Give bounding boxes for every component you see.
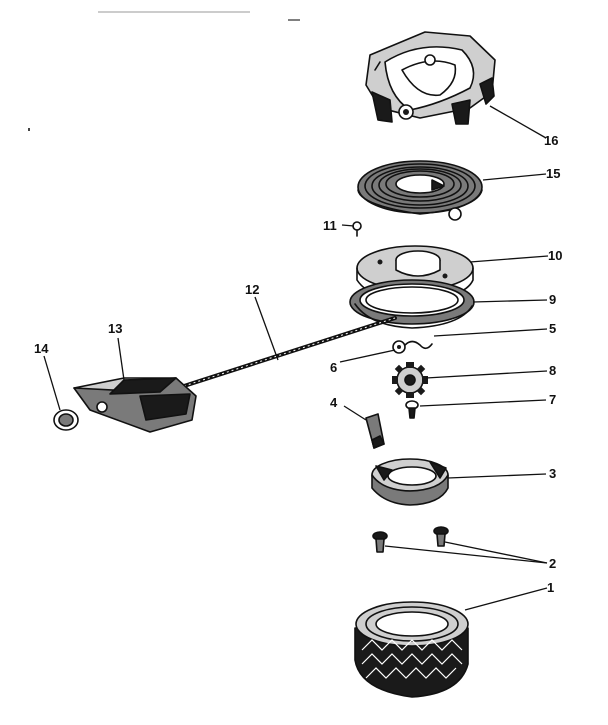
callout-15: 15 [546, 166, 560, 181]
part-12-starter-rope [182, 316, 397, 388]
callout-12: 12 [245, 282, 259, 297]
callout-9: 9 [549, 292, 556, 307]
leader-lines [43, 105, 549, 611]
part-6-washer [392, 340, 406, 354]
callout-5: 5 [549, 321, 556, 336]
part-4-pawl [365, 413, 385, 449]
part-15-rewind-spring [357, 160, 483, 221]
callout-labels: 16 15 11 10 9 5 6 8 7 4 3 2 1 12 13 14 [34, 133, 562, 595]
part-2-screws [372, 526, 449, 553]
callout-4: 4 [330, 395, 338, 410]
scan-specks [28, 11, 300, 131]
callout-6: 6 [330, 360, 337, 375]
callout-10: 10 [548, 248, 562, 263]
callout-16: 16 [544, 133, 558, 148]
callout-14: 14 [34, 341, 49, 356]
part-13-starter-handle [73, 377, 197, 433]
part-1-knurled-ring [354, 601, 469, 698]
callout-1: 1 [547, 580, 554, 595]
part-7-screw [405, 400, 419, 419]
part-14-handle-insert [53, 409, 79, 431]
callout-2: 2 [549, 556, 556, 571]
callout-8: 8 [549, 363, 556, 378]
part-3-ratchet-cup [371, 458, 449, 506]
part-16-housing-cover [365, 31, 496, 125]
part-11-screw [352, 221, 362, 237]
callout-7: 7 [549, 392, 556, 407]
callout-3: 3 [549, 466, 556, 481]
part-5-spring-clip [404, 340, 433, 350]
callout-13: 13 [108, 321, 122, 336]
part-10-pulley [356, 245, 474, 303]
callout-11: 11 [323, 218, 337, 233]
part-8-pawl-gear [392, 362, 428, 398]
part-9-pulley-rope-ring [349, 279, 475, 329]
